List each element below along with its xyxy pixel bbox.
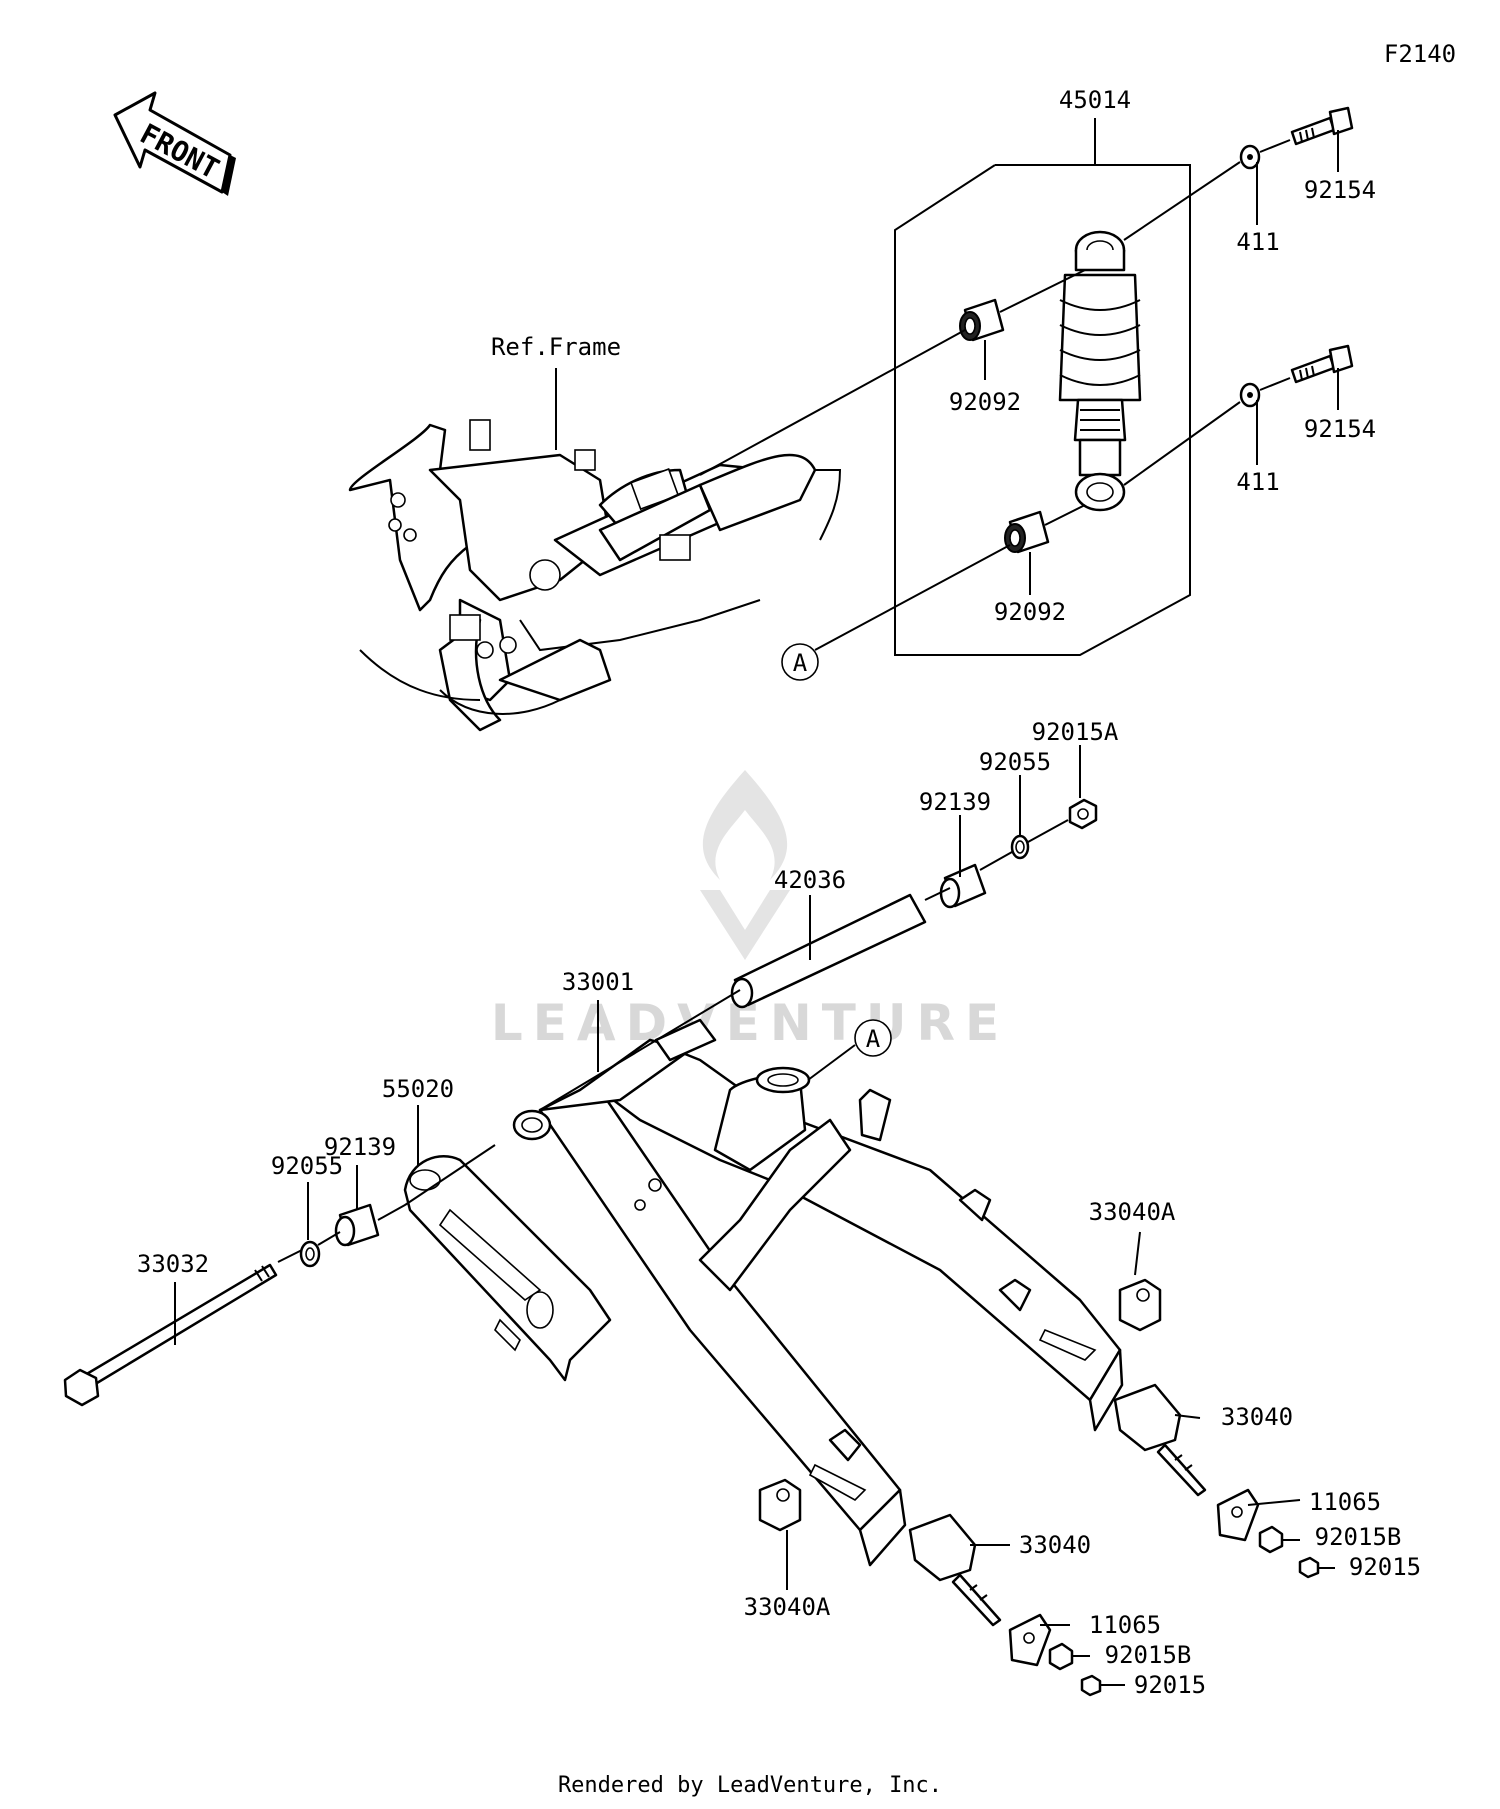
callout-411-bottom: 411 xyxy=(1236,468,1279,496)
footer-credit: Rendered by LeadVenture, Inc. xyxy=(558,1773,942,1798)
pivot-bolt-hardware xyxy=(63,1203,380,1407)
callout-33040A-right: 33040A xyxy=(1089,1198,1176,1226)
callout-92139-left: 92139 xyxy=(324,1133,396,1161)
callout-92154-bottom: 92154 xyxy=(1304,415,1376,443)
rear-shock-absorber xyxy=(1058,230,1142,512)
callout-42036: 42036 xyxy=(774,866,846,894)
callout-92015-right: 92015 xyxy=(1349,1553,1421,1581)
callout-55020: 55020 xyxy=(382,1075,454,1103)
diagram-id: F2140 xyxy=(1384,40,1456,68)
ref-marker-a-lower xyxy=(854,1019,892,1057)
callout-45014: 45014 xyxy=(1059,86,1131,114)
callout-92015-left: 92015 xyxy=(1134,1671,1206,1699)
callout-33040-right: 33040 xyxy=(1221,1403,1293,1431)
callout-92092-top: 92092 xyxy=(949,388,1021,416)
callout-92154-top: 92154 xyxy=(1304,176,1376,204)
callout-33001: 33001 xyxy=(562,968,634,996)
chain-slider xyxy=(403,1155,612,1382)
callout-411-top: 411 xyxy=(1236,228,1279,256)
frame-reference-drawing: Ref.Frame xyxy=(348,333,842,732)
callout-92015A: 92015A xyxy=(1032,718,1119,746)
right-chain-adjuster xyxy=(1113,1278,1320,1579)
ref-marker-a-lower-label: A xyxy=(866,1025,881,1053)
ref-frame-label: Ref.Frame xyxy=(491,333,621,361)
callout-92055-left: 92055 xyxy=(271,1152,343,1180)
callout-11065-left: 11065 xyxy=(1089,1611,1161,1639)
callout-11065-right: 11065 xyxy=(1309,1488,1381,1516)
shock-group-bracket xyxy=(894,118,1191,656)
ref-marker-a-upper-label: A xyxy=(793,649,808,677)
callout-92015B-right: 92015B xyxy=(1315,1523,1402,1551)
callout-33040-left: 33040 xyxy=(1019,1531,1091,1559)
left-chain-adjuster xyxy=(758,1478,1102,1697)
callout-92015B-left: 92015B xyxy=(1105,1641,1192,1669)
bottom-mount-hardware xyxy=(1004,344,1354,554)
ref-marker-a-upper xyxy=(781,643,819,681)
callout-92092-bottom: 92092 xyxy=(994,598,1066,626)
front-arrow-icon: FRONT xyxy=(113,91,236,196)
callout-92139-top: 92139 xyxy=(919,788,991,816)
callout-92055-top: 92055 xyxy=(979,748,1051,776)
swingarm xyxy=(512,1018,1124,1567)
callout-33040A-left: 33040A xyxy=(744,1593,831,1621)
top-mount-hardware xyxy=(959,106,1354,342)
pivot-shaft-hardware xyxy=(730,798,1098,1009)
callout-33032: 33032 xyxy=(137,1250,209,1278)
